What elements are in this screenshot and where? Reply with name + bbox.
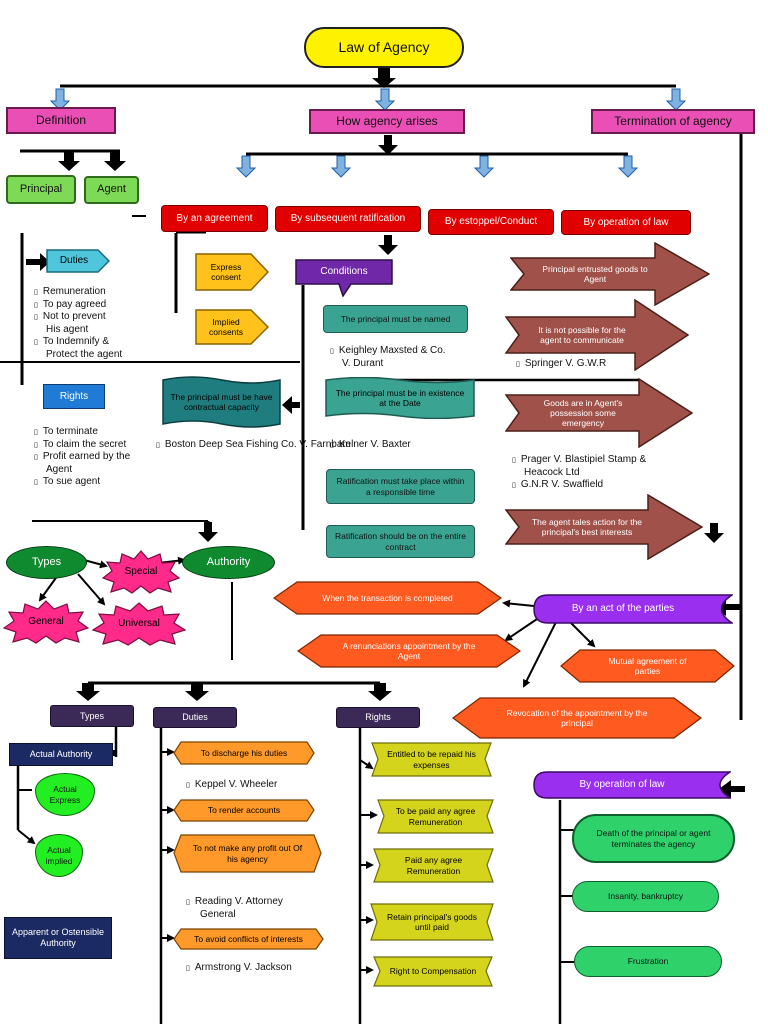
express-consent-node: Express consent <box>195 253 269 291</box>
armstrong-case: ▯Armstrong V. Jackson <box>186 962 292 973</box>
special-star: Special <box>102 550 180 594</box>
bottom-types-node: Types <box>50 705 134 727</box>
operation-item-best-interests: The agent tales action for the principal… <box>505 494 703 560</box>
duty-item-discharge: To discharge his duties <box>173 741 315 765</box>
list-item: ▯To terminate <box>34 426 98 437</box>
how-agency-arises-node: How agency arises <box>309 109 465 134</box>
right-item-remuneration-b: Paid any agree Remuneration <box>373 848 494 883</box>
keighley-case: ▯Keighley Maxsted & Co. V. Durant <box>330 345 446 369</box>
parties-item-renunciation: A renunciations appointment by the Agent <box>297 634 521 668</box>
list-item: ▯Not to prevent <box>34 311 106 322</box>
right-item-remuneration-a: To be paid any agree Remuneration <box>377 799 494 834</box>
list-item: ▯To Indemnify & <box>34 336 110 347</box>
by-operation-of-law-node: By operation of law <box>561 210 691 235</box>
apparent-authority-node: Apparent or Ostensible Authority <box>4 917 112 959</box>
general-star: General <box>3 600 89 644</box>
actual-implied-node: Actual implied <box>35 834 83 877</box>
condition-entire: Ratification should be on the entire con… <box>326 525 475 558</box>
termination-node: Termination of agency <box>591 109 755 134</box>
law-item-frustration: Frustration <box>574 946 722 977</box>
conditions-node: Conditions <box>295 259 393 297</box>
condition-named: The principal must be named <box>323 305 468 333</box>
bottom-duties-node: Duties <box>153 707 237 728</box>
list-item: ▯To claim the secret <box>34 438 127 450</box>
prager-case: ▯Prager V. Blastipiel Stamp & Heacock Lt… <box>512 454 647 490</box>
agent-node: Agent <box>84 176 139 204</box>
list-item: Protect the agent <box>46 348 123 360</box>
boston-case: ▯Boston Deep Sea Fishing Co. V. Farnbam <box>156 439 351 450</box>
condition-time: Ratification must take place within a re… <box>326 469 475 504</box>
condition-existence: The principal must be in existence at th… <box>325 377 475 419</box>
duty-item-conflicts: To avoid conflicts of interests <box>173 928 324 950</box>
duty-item-accounts: To render accounts <box>173 799 315 822</box>
parties-item-completed: When the transaction is completed <box>273 581 502 615</box>
definition-node: Definition <box>6 107 116 134</box>
termination-by-law-node: By operation of law <box>533 771 731 799</box>
parties-item-mutual: Mutual agreement of parties <box>560 649 735 683</box>
by-act-of-parties-node: By an act of the parties <box>533 594 733 624</box>
list-item: ▯Profit earned by the <box>34 451 131 462</box>
types-oval: Types <box>6 546 87 579</box>
operation-item-emergency: Goods are in Agent's possession some eme… <box>505 378 693 448</box>
by-agreement-node: By an agreement <box>161 205 268 232</box>
operation-item-entrusted: Principal entrusted goods to Agent <box>510 242 710 306</box>
keppel-case: ▯Keppel V. Wheeler <box>186 779 278 790</box>
springer-case: ▯Springer V. G.W.R <box>516 358 607 369</box>
law-item-death: Death of the principal or agent terminat… <box>572 814 735 863</box>
kelner-case: ▯Kelner V. Baxter <box>330 439 411 450</box>
by-estoppel-node: By estoppel/Conduct <box>428 209 554 235</box>
bottom-rights-node: Rights <box>336 707 420 728</box>
list-item: ▯To sue agent <box>34 476 101 487</box>
rights-node: Rights <box>43 384 105 409</box>
universal-star: Universal <box>92 602 186 646</box>
right-item-compensation: Right to Compensation <box>373 956 493 987</box>
parties-item-revocation: Revocation of the appointment by the pri… <box>452 697 702 739</box>
by-ratification-node: By subsequent ratification <box>275 206 421 232</box>
principal-node: Principal <box>6 175 76 204</box>
list-item: Agent <box>46 463 73 475</box>
authority-oval: Authority <box>182 546 275 579</box>
definition-rights-list: ▯To terminate ▯To claim the secret ▯Prof… <box>34 426 130 489</box>
duties-node: Duties <box>46 249 110 273</box>
right-item-expenses: Entitled to be repaid his expenses <box>371 742 492 777</box>
list-item: His agent <box>46 323 89 335</box>
title-node: Law of Agency <box>304 27 464 68</box>
implied-consents-node: Implied consents <box>195 309 269 345</box>
operation-item-communicate: It is not possible for the agent to comm… <box>505 299 689 371</box>
actual-express-node: Actual Express <box>35 773 95 816</box>
list-item: ▯Remuneration <box>34 286 106 297</box>
contractual-capacity-node: The principal must be have contractual c… <box>162 376 281 428</box>
right-item-retain-goods: Retain principal's goods until paid <box>370 903 494 941</box>
list-item: ▯To pay agreed <box>34 298 107 310</box>
definition-duties-list: ▯Remuneration ▯To pay agreed ▯Not to pre… <box>34 286 122 361</box>
law-item-insanity: Insanity, bankruptcy <box>572 881 719 912</box>
actual-authority-node: Actual Authority <box>9 743 113 766</box>
reading-case: ▯Reading V. Attorney General <box>186 896 283 920</box>
duty-item-profit: To not make any profit out Of his agency <box>173 834 322 873</box>
